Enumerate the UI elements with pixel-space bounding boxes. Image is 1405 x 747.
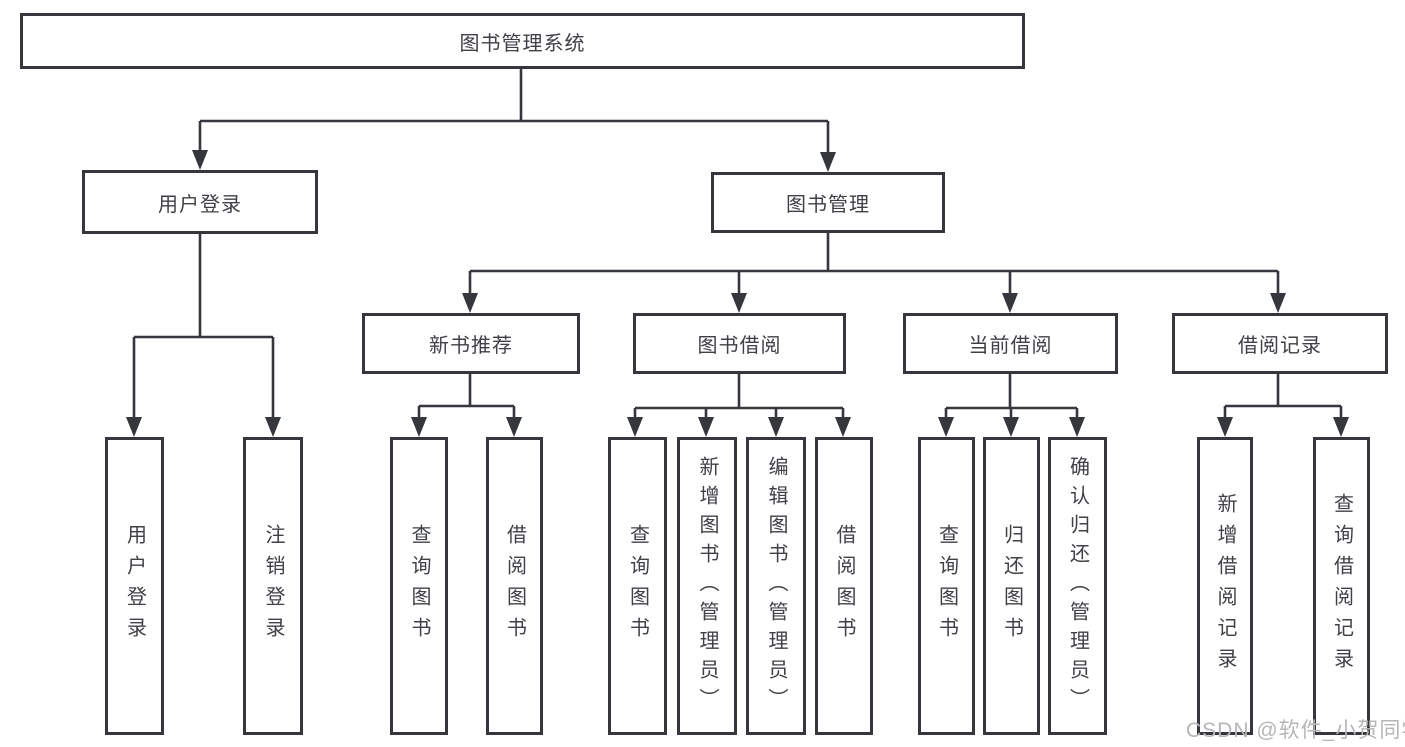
leaf-add-borrow-record: 新增借阅记录 [1197,437,1253,735]
node-label: 归还图书 [1000,524,1023,648]
node-label: 新书推荐 [429,335,513,357]
connector-records-to-leaves [1223,374,1343,420]
node-label: 借阅图书 [503,524,526,648]
node-book-management: 图书管理 [711,172,945,233]
leaf-return-books: 归还图书 [983,437,1040,735]
node-label: 图书管理系统 [459,32,586,55]
node-label: 借阅记录 [1238,335,1322,357]
node-label: 当前借阅 [968,335,1053,357]
node-label: 查询图书 [626,524,649,648]
node-label: 用户登录 [158,193,242,216]
leaf-add-books-admin: 新增图书（管理员） [677,437,737,735]
leaf-query-borrow-record: 查询借阅记录 [1313,437,1370,735]
node-label: 图书管理 [786,194,870,216]
leaf-confirm-return-admin: 确认归还（管理员） [1048,437,1107,735]
node-label: 注销登录 [262,524,284,648]
node-label: 编辑图书（管理员） [765,455,787,717]
node-label: 查询图书 [408,524,430,648]
leaf-logout: 注销登录 [243,437,303,735]
node-label: 用户登录 [123,524,146,648]
connector-book-borrow-to-leaves [633,374,845,420]
arrowheads [126,150,1349,437]
leaf-user-login: 用户登录 [105,437,164,735]
connector-new-book-to-leaves [417,374,516,420]
leaf-query-books-borrow: 查询图书 [608,437,667,735]
node-library-management-system: 图书管理系统 [20,13,1025,69]
csdn-watermark: CSDN @软件_小贺同学 [1186,719,1405,742]
connector-book-mgmt-to-groups [468,233,1280,296]
leaf-borrow-books-recommend: 借阅图书 [486,437,543,735]
node-borrowing-records: 借阅记录 [1172,313,1388,374]
node-label: 图书借阅 [697,335,782,357]
node-label: 新增图书（管理员） [696,455,718,717]
node-book-borrowing: 图书借阅 [633,313,846,374]
connector-user-login-to-leaves [132,234,275,420]
connector-current-borrow-to-leaves [944,374,1079,420]
connector-root-to-level2 [198,69,830,155]
node-label: 新增借阅记录 [1214,493,1236,679]
node-current-borrowing: 当前借阅 [903,313,1118,374]
node-new-book-recommendation: 新书推荐 [362,313,580,374]
node-label: 查询借阅记录 [1330,493,1353,679]
leaf-borrow-books: 借阅图书 [815,437,873,735]
node-label: 查询图书 [935,524,958,648]
node-label: 借阅图书 [833,524,855,648]
node-label: 确认归还（管理员） [1066,455,1089,717]
leaf-query-books-recommend: 查询图书 [390,437,448,735]
leaf-query-books-current: 查询图书 [918,437,975,735]
leaf-edit-books-admin: 编辑图书（管理员） [746,437,806,735]
node-user-login: 用户登录 [82,170,318,234]
